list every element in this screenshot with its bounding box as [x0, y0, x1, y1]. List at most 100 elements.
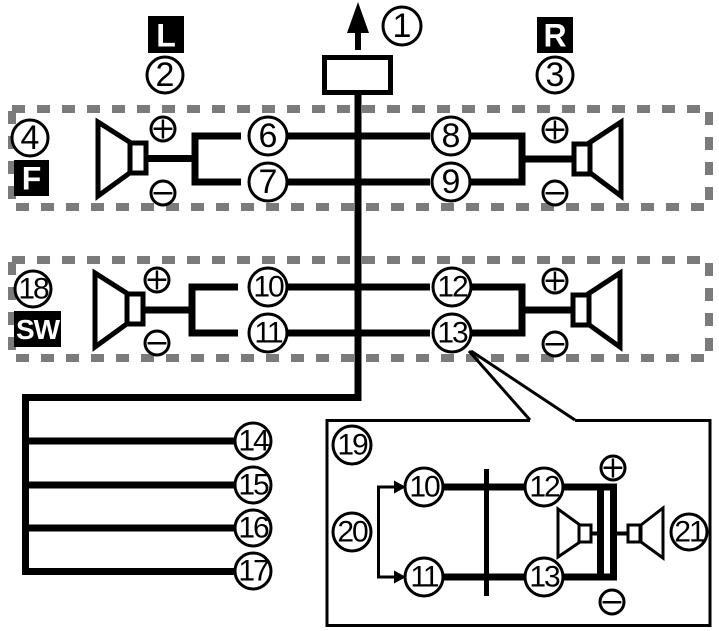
plus-icon: +	[149, 112, 177, 147]
svg-text:−: −	[599, 585, 624, 620]
minus-icon: −	[143, 326, 171, 361]
callout-inset-11-number: 11	[410, 561, 438, 594]
callout-16: 16	[233, 508, 273, 548]
callout-inset-13: 13	[523, 556, 565, 598]
callout-17: 17	[233, 551, 273, 591]
callout-11: 11	[247, 312, 289, 354]
front-left-bracket-wire	[191, 132, 241, 186]
inset-left-speaker-icon	[556, 506, 593, 560]
callout-19: 19	[331, 424, 373, 466]
arrow-up-icon	[347, 2, 369, 50]
inset-pointer-line-right	[470, 349, 576, 422]
callout-7: 7	[247, 161, 289, 203]
head-unit-box	[322, 55, 393, 95]
svg-text:+: +	[600, 451, 625, 486]
callout-18-number: 18	[18, 273, 49, 306]
callout-8-number: 8	[442, 117, 461, 155]
plus-icon: +	[541, 264, 569, 299]
callout-2: 2	[145, 55, 185, 95]
callout-13: 13	[431, 312, 473, 354]
plus-icon: +	[599, 451, 627, 486]
right-channel-letter: R	[543, 18, 566, 54]
inset-box-border	[325, 419, 712, 627]
callout-12: 12	[431, 266, 473, 308]
sub-right-speaker-icon	[570, 268, 623, 352]
callout-13-number: 13	[437, 317, 468, 350]
callout-9-number: 9	[442, 163, 461, 201]
callout-16-number: 16	[238, 512, 269, 545]
left-channel-label: L 2	[145, 16, 185, 95]
callout-3-number: 3	[546, 56, 565, 94]
callout-17-number: 17	[238, 555, 269, 588]
callout-6: 6	[247, 115, 289, 157]
callout-10: 10	[247, 266, 289, 308]
sub-left-bracket-wire	[188, 283, 238, 337]
callout-14: 14	[233, 421, 273, 461]
minus-icon: −	[149, 176, 177, 211]
left-channel-letter: L	[156, 18, 176, 54]
callout-1: 1	[381, 5, 423, 47]
inset-pointer-line-left	[467, 350, 532, 421]
svg-text:−: −	[144, 326, 169, 361]
inset-terminal-bar-left	[597, 483, 604, 581]
callout-10-number: 10	[253, 271, 284, 304]
callout-8: 8	[430, 115, 472, 157]
callout-inset-10-number: 10	[409, 471, 440, 504]
minus-icon: −	[541, 176, 569, 211]
svg-text:−: −	[150, 176, 175, 211]
svg-text:+: +	[542, 264, 567, 299]
minus-icon: −	[541, 327, 569, 362]
callout-inset-12-number: 12	[529, 471, 560, 504]
callout-18: 18	[13, 269, 53, 309]
callout-3: 3	[535, 55, 575, 95]
svg-text:+: +	[542, 113, 567, 148]
arrow-right-icon	[394, 480, 406, 494]
callout-11-number: 11	[254, 317, 282, 350]
front-row: 4 F + − 6 7 8	[10, 112, 624, 211]
right-channel-label: R 3	[535, 17, 575, 95]
callout-6-number: 6	[259, 117, 278, 155]
plus-icon: +	[143, 263, 171, 298]
callout-1-number: 1	[393, 7, 412, 45]
front-left-speaker-icon	[95, 117, 149, 201]
svg-text:+: +	[144, 263, 169, 298]
arrow-right-icon	[394, 570, 406, 584]
inset-terminal-bar-right	[610, 483, 617, 581]
sub-left-speaker-icon	[92, 268, 146, 352]
callout-2-number: 2	[156, 56, 175, 94]
callout-inset-13-number: 13	[529, 561, 560, 594]
svg-text:+: +	[150, 112, 175, 147]
minus-icon: −	[598, 585, 626, 620]
left-channel-badge	[148, 16, 184, 53]
callout-15-number: 15	[238, 469, 269, 502]
callout-14-number: 14	[238, 425, 269, 458]
callout-4-number: 4	[21, 119, 40, 157]
inset-detail: 19 20 10 11 12 13	[325, 349, 712, 627]
callout-20-number: 20	[337, 516, 368, 549]
callout-20: 20	[331, 511, 373, 553]
callout-12-number: 12	[437, 271, 468, 304]
callout-inset-11: 11	[403, 556, 445, 598]
front-right-bracket-wire	[470, 132, 526, 186]
front-badge	[14, 160, 49, 196]
callout-15: 15	[233, 465, 273, 505]
plus-icon: +	[541, 113, 569, 148]
callout-21: 21	[669, 512, 709, 552]
sub-right-bracket-wire	[471, 283, 526, 337]
callout-21-number: 21	[674, 516, 705, 549]
inset-right-speaker-icon	[626, 504, 665, 561]
callout-19-number: 19	[337, 429, 368, 462]
front-badge-letter: F	[22, 161, 42, 197]
subwoofer-badge-letters: SW	[16, 314, 61, 345]
callout-9: 9	[430, 161, 472, 203]
callout-7-number: 7	[259, 163, 278, 201]
front-right-speaker-icon	[571, 117, 624, 201]
subwoofer-badge	[14, 311, 61, 347]
callout-inset-12: 12	[523, 466, 565, 508]
callout-4: 4	[10, 118, 50, 158]
head-unit: 1	[322, 2, 423, 95]
right-channel-badge	[537, 17, 573, 53]
svg-text:−: −	[542, 176, 567, 211]
sub-row: 18 SW + − 10 11 12	[13, 263, 623, 362]
